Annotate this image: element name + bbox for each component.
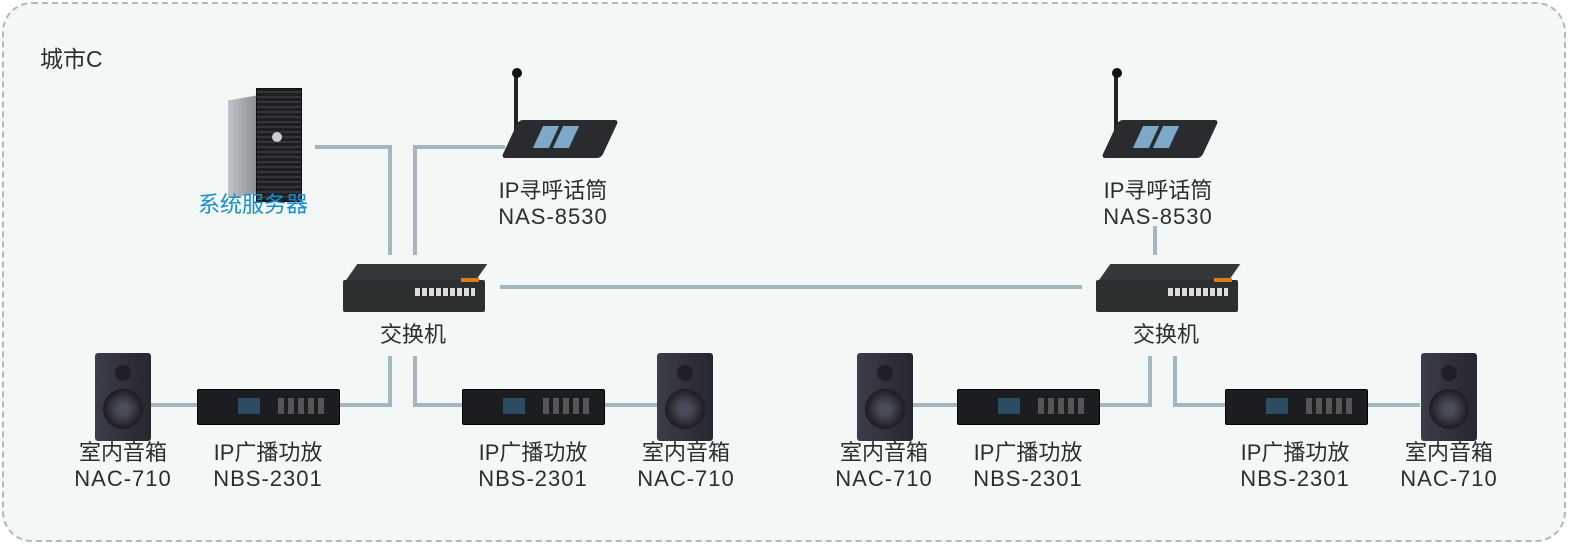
paging-microphone-image [500, 68, 620, 165]
switch-image [343, 264, 488, 314]
wire-switch1-amp2 [413, 356, 462, 407]
wire-switch1-amp1 [338, 356, 392, 407]
speaker-image [95, 353, 151, 441]
wire-switch2-amp4 [1173, 356, 1225, 407]
switch-image [1096, 264, 1241, 314]
amplifier-image [1225, 389, 1368, 425]
wire-switch2-amp3 [1098, 356, 1152, 407]
server-image [228, 88, 302, 202]
switch-label: 交换机 [1132, 322, 1200, 347]
region-title: 城市C [40, 46, 103, 72]
speaker-image [857, 353, 913, 441]
switch-label: 交换机 [379, 322, 447, 347]
wire-server-switch1 [315, 145, 392, 255]
speaker-image [1421, 353, 1477, 441]
server-label: 系统服务器 [197, 192, 309, 217]
speaker-image [657, 353, 713, 441]
paging-microphone-image [1100, 68, 1220, 165]
amplifier-image [197, 389, 340, 425]
amplifier-image [462, 389, 605, 425]
wire-pager1-switch1 [413, 145, 505, 255]
amplifier-image [957, 389, 1100, 425]
